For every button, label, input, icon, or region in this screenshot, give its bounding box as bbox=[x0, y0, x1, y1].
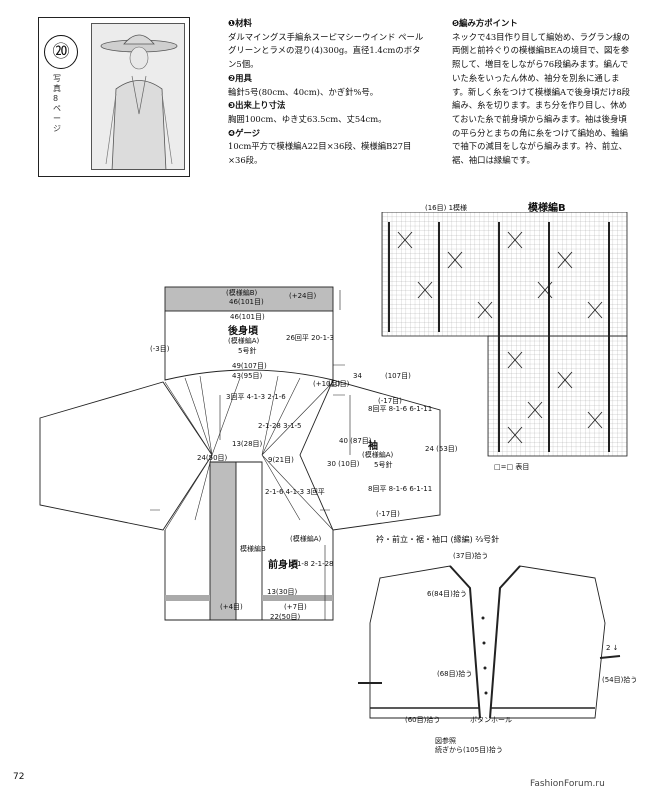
front-b-13: 13(30目) bbox=[267, 588, 298, 596]
back-title: 後身頃 bbox=[228, 326, 258, 337]
watermark: FashionForum.ru bbox=[530, 779, 605, 789]
neck-10: (10目) bbox=[328, 380, 350, 388]
back-increase: 26回平 20-1-3 bbox=[286, 334, 334, 342]
chart-b-note: (16目) 1模様 bbox=[425, 204, 468, 212]
back-pattern-b: (模様編B) bbox=[226, 289, 258, 297]
gauge-text: 10cm平方で模様編A22目×36段、模様編B27目×36段。 bbox=[228, 141, 412, 166]
sleeve-needle: 5号針 bbox=[374, 461, 393, 469]
sleeve-plus-10: (+10目) bbox=[313, 380, 341, 388]
sleeve-increase-1: 8回平 8-1-6 6-1-11 bbox=[368, 405, 433, 413]
raglan-note-1: 3回平 4-1-3 2-1-6 bbox=[226, 393, 286, 401]
trim-two: 2 ↓ bbox=[606, 644, 619, 652]
sleeve-minus-17a: (-17目) bbox=[378, 397, 402, 405]
neck-9: 9(21目) bbox=[268, 456, 294, 464]
back-plus-24: (+24目) bbox=[289, 292, 317, 300]
model-photo bbox=[91, 23, 185, 170]
back-needle: 5号針 bbox=[238, 347, 257, 355]
neck-13: 13(28目) bbox=[232, 440, 263, 448]
trim-6: 6(84目)拾う bbox=[427, 590, 467, 598]
trim-60: (60目)拾う bbox=[405, 716, 441, 724]
pattern-b-chart bbox=[381, 212, 628, 457]
pattern-number: ⑳ bbox=[44, 35, 78, 69]
trim-buttonhole: ボタンホール bbox=[470, 716, 512, 724]
raglan-note-2: 2-1-28 3-1-5 bbox=[258, 422, 302, 430]
page-number: 72 bbox=[13, 772, 25, 782]
trim-title: 衿・前立・裾・袖口 (縁編) ⅔号針 bbox=[376, 535, 500, 544]
raglan-note-4: 4-1-8 2-1-28 bbox=[290, 560, 334, 568]
trim-37: (37目)拾う bbox=[453, 552, 489, 560]
back-width-4: 43(95目) bbox=[232, 372, 263, 380]
chart-b-title: 模様編B bbox=[528, 203, 566, 214]
front-plus-4: (+4目) bbox=[220, 603, 243, 611]
points-text: ネックで43目作り目して編始め、ラグラン線の両側と前衿ぐりの模様編BEAの境目で… bbox=[452, 31, 631, 166]
size-text: 胸囲100cm、ゆき丈63.5cm、丈54cm。 bbox=[228, 113, 387, 124]
trim-hem-1: 図参照 bbox=[435, 737, 456, 745]
back-width-1: 46(101目) bbox=[229, 298, 264, 306]
front-pattern-b: 模様編B bbox=[240, 545, 266, 553]
trim-68: (68目)拾う bbox=[437, 670, 473, 678]
trim-hem-2: 続ぎから(105目)拾う bbox=[435, 746, 503, 754]
sleeve-107: (107目) bbox=[385, 372, 411, 380]
front-title: 前身頃 bbox=[268, 560, 298, 571]
sleeve-minus-17b: (-17目) bbox=[376, 510, 400, 518]
points-heading: ❺編み方ポイント bbox=[452, 18, 518, 28]
front-plus-7: (+7目) bbox=[284, 603, 307, 611]
sleeve-pattern-a: (模様編A) bbox=[362, 451, 394, 459]
front-pattern-a: (模様編A) bbox=[290, 535, 322, 543]
chart-b-legend: □=□ 表目 bbox=[494, 463, 530, 471]
size-heading: ❸出来上り寸法 bbox=[228, 100, 286, 111]
back-pattern-a: (模様編A) bbox=[228, 337, 260, 345]
back-minus-3: (-3目) bbox=[150, 345, 170, 353]
sleeve-width-40: 40 (87目) bbox=[339, 437, 372, 445]
front-width-22: 22(50目) bbox=[270, 613, 301, 621]
garment-diagram bbox=[39, 286, 441, 621]
gauge-heading: ❹ゲージ bbox=[228, 127, 261, 138]
tools-heading: ❷用具 bbox=[228, 72, 252, 83]
photo-frame bbox=[38, 17, 190, 177]
back-width-3: 49(107目) bbox=[232, 362, 267, 370]
trim-54: (54目)拾う bbox=[602, 676, 638, 684]
neck-24: 24(50目) bbox=[197, 454, 228, 462]
photo-caption: 写真 8 ページ bbox=[53, 74, 61, 133]
sleeve-width-30: 30 (10目) bbox=[327, 460, 360, 468]
points-column: ❺編み方ポイント ネックで43目作り目して編始め、ラグラン線の両側と前衿ぐりの模… bbox=[452, 17, 632, 168]
materials-heading: ❶材料 bbox=[228, 18, 252, 28]
sleeve-increase-2: 8回平 8-1-6 6-1-11 bbox=[368, 485, 433, 493]
sleeve-title: 袖 bbox=[368, 441, 378, 452]
materials-text: ダルマイングス手編糸スーピマシーウインド ペールグリーンとラメの混り(4)300… bbox=[228, 31, 424, 70]
sleeve-width-24: 24 (53目) bbox=[425, 445, 458, 453]
sleeve-len-34: 34 bbox=[353, 372, 362, 380]
tools-text: 輪針5号(80cm、40cm)、かぎ針%号。 bbox=[228, 86, 379, 97]
back-width-2: 46(101目) bbox=[230, 313, 265, 321]
raglan-note-3: 2-1-6 4-1-3 3回平 bbox=[265, 488, 325, 496]
materials-column: ❶材料 ダルマイングス手編糸スーピマシーウインド ペールグリーンとラメの混り(4… bbox=[228, 17, 426, 168]
trim-diagram bbox=[358, 565, 621, 719]
